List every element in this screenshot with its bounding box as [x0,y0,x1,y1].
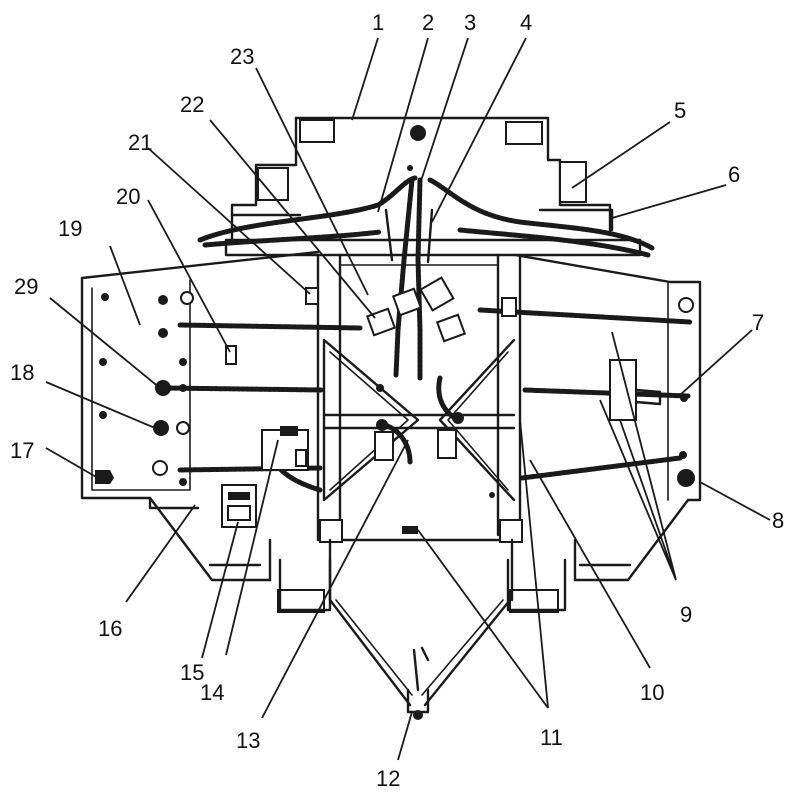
callout-21: 21 [128,130,152,155]
callout-20: 20 [116,184,140,209]
callout-12: 12 [376,766,400,791]
callout-14: 14 [200,680,224,705]
callout-4: 4 [520,10,532,35]
callout-9: 9 [680,602,692,627]
callout-8: 8 [772,508,784,533]
callout-15: 15 [180,660,204,685]
callout-19: 19 [58,216,82,241]
body-outline [80,116,702,720]
callout-3: 3 [464,10,476,35]
callout-1: 1 [372,10,384,35]
components [95,165,695,534]
callout-22: 22 [180,92,204,117]
leader-lines [45,37,771,761]
callout-13: 13 [236,728,260,753]
callout-7: 7 [752,310,764,335]
callout-2: 2 [422,10,434,35]
callout-29: 29 [14,274,38,299]
callout-10: 10 [640,680,664,705]
callout-17: 17 [10,438,34,463]
callout-18: 18 [10,360,34,385]
callout-5: 5 [674,98,686,123]
harness-cables [162,175,693,493]
callout-11: 11 [540,725,563,750]
callout-23: 23 [230,44,254,69]
callout-6: 6 [728,162,740,187]
callout-16: 16 [98,616,122,641]
callout-labels: 1 2 3 4 5 6 7 8 9 10 11 12 13 14 15 16 1… [10,10,784,791]
